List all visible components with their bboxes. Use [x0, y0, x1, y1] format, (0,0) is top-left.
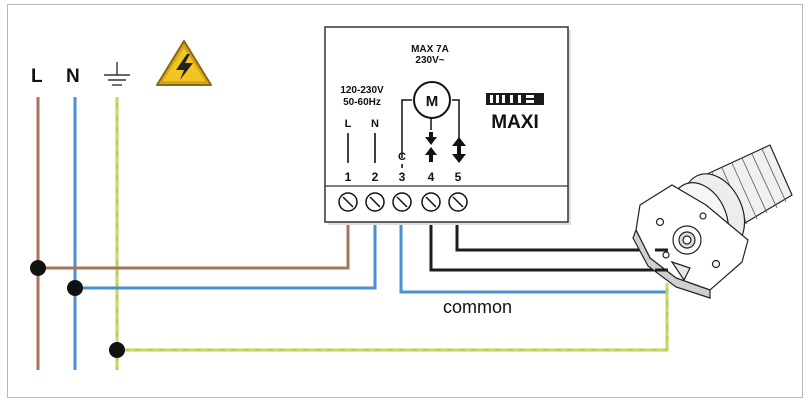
arrows-up-down-icon: [452, 137, 466, 163]
terminal-2-number: 2: [372, 170, 379, 184]
max-current-label: MAX 7A: [411, 44, 449, 55]
ground-branch-stripe: [117, 283, 668, 351]
input-voltage-label: 120-230V: [340, 85, 384, 96]
ground-symbol-icon: [104, 62, 130, 86]
model-label: MAXI: [491, 112, 539, 133]
terminal-1-number: 1: [345, 170, 352, 184]
miir-logo: [486, 93, 544, 105]
terminal-3-label: C: [398, 151, 406, 163]
black-wire-up: [455, 220, 655, 252]
junction-line: [30, 260, 46, 276]
module-body: [324, 26, 569, 223]
tubular-motor-icon: [632, 144, 793, 299]
terminal-1-label: L: [345, 118, 352, 130]
terminal-4-number: 4: [428, 170, 435, 184]
junction-neutral: [67, 280, 83, 296]
terminal-3-number: 3: [399, 170, 406, 184]
input-frequency-label: 50-60Hz: [343, 97, 381, 108]
motor-circle: [413, 81, 451, 119]
high-voltage-warning-icon: [156, 40, 212, 86]
neutral-label: N: [66, 66, 80, 87]
line-label: L: [31, 66, 43, 87]
terminal-5-number: 5: [455, 170, 462, 184]
common-wire: [399, 220, 667, 294]
control-module: MAX 7A 230V~ 120-230V 50-60Hz M MAXI L N…: [324, 26, 571, 225]
blue-branch-wire: [75, 220, 377, 290]
motor-circuit-lines: [401, 99, 460, 158]
common-label: common: [443, 297, 512, 317]
junction-ground: [109, 342, 125, 358]
terminal-2-label: N: [371, 118, 379, 130]
arrows-down-up-icon: [425, 132, 437, 162]
motor-symbol: M: [426, 93, 439, 110]
motor-voltage-label: 230V~: [415, 55, 444, 66]
black-wire-down: [429, 220, 655, 272]
brown-branch-wire: [38, 220, 350, 270]
